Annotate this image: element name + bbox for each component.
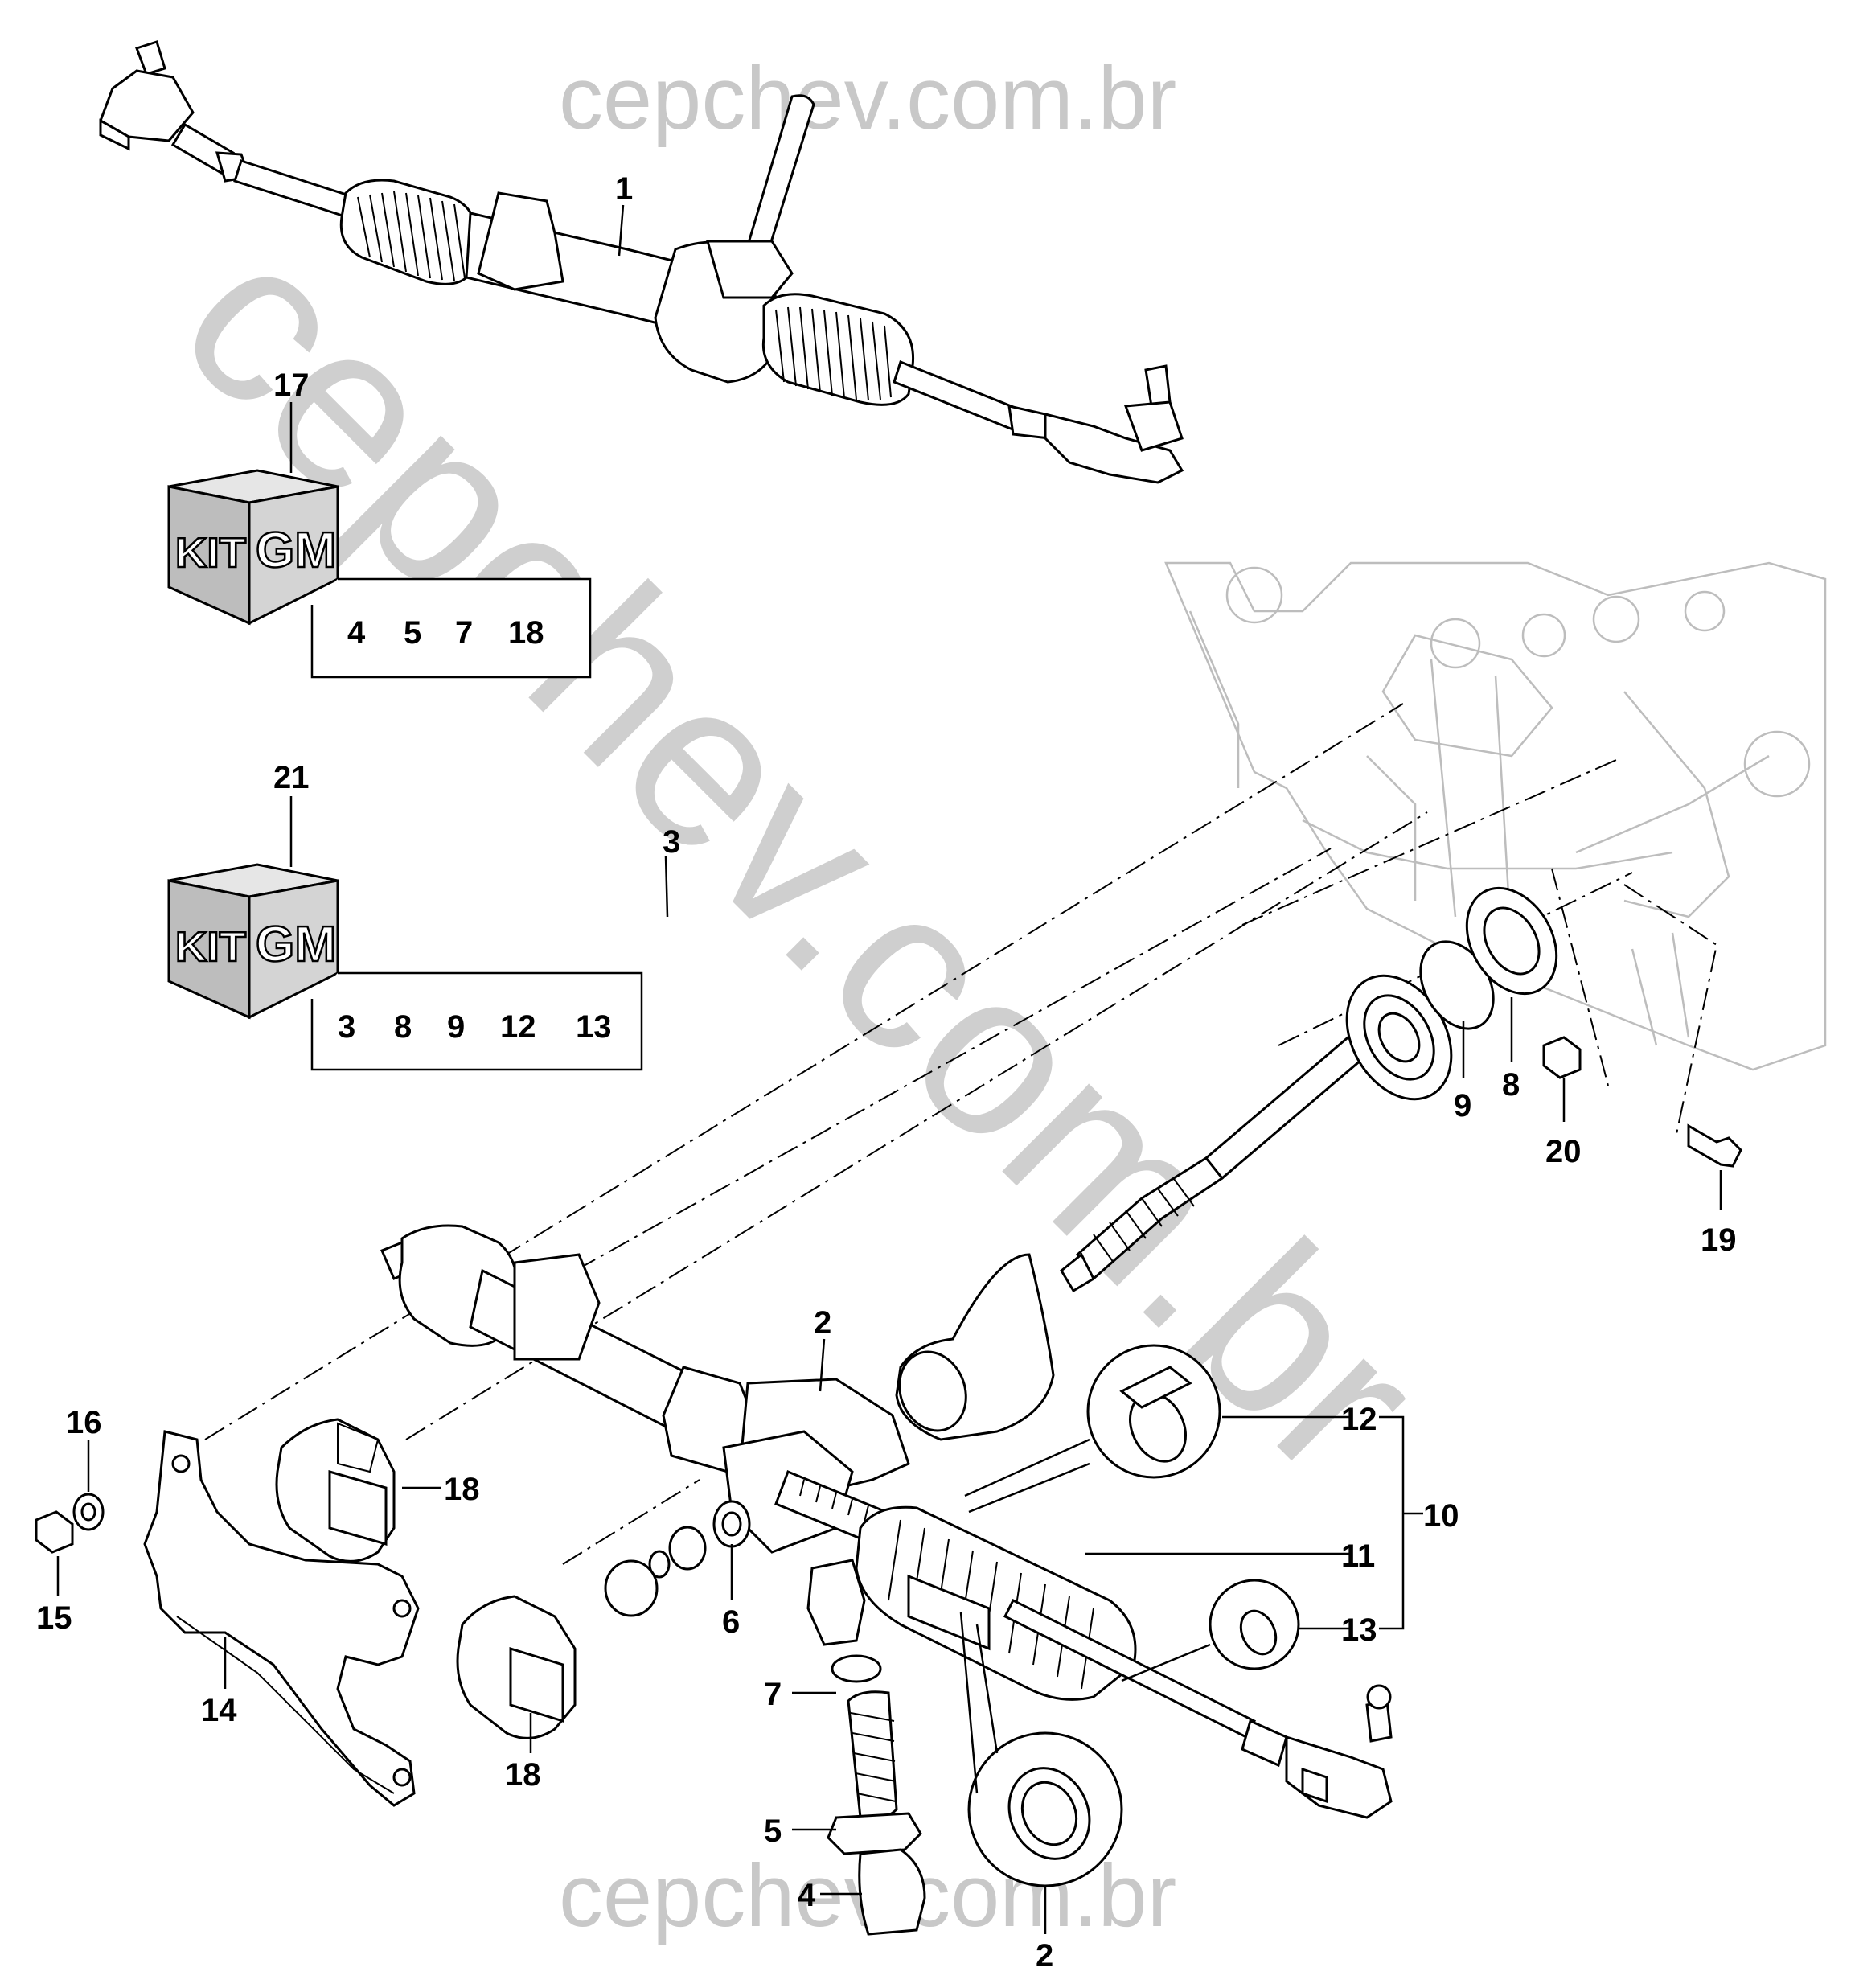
callout-18-upper: 18 — [444, 1472, 480, 1507]
callout-8: 8 — [1502, 1067, 1520, 1103]
pinion-and-bearings — [1060, 886, 1742, 1293]
rack-boot-assembly — [855, 1505, 1393, 1819]
callout-18-lower: 18 — [505, 1757, 541, 1793]
nut-15 — [35, 1510, 74, 1554]
adjuster-nut-5 — [827, 1812, 922, 1855]
watermark-diagonal: cepchev.com.br — [133, 189, 1469, 1526]
kit-21-badge-left-text: KIT — [175, 924, 246, 971]
clamp-12-detail — [964, 1344, 1221, 1514]
kit-21-item-13: 13 — [576, 1009, 612, 1045]
kit-21-item-12: 12 — [500, 1009, 536, 1045]
kit-17-item-5: 5 — [404, 615, 421, 651]
callout-2-bushing: 2 — [1036, 1938, 1053, 1974]
callout-11: 11 — [1341, 1538, 1375, 1574]
callout-10: 10 — [1423, 1498, 1459, 1534]
callout-21: 21 — [273, 760, 310, 795]
kit-17-badge-left-text: KIT — [175, 530, 246, 577]
kit-17-contents-box — [310, 577, 592, 679]
callout-3: 3 — [663, 824, 680, 860]
kit-21-item-9: 9 — [447, 1009, 465, 1045]
adjuster-plug-4 — [858, 1848, 926, 1936]
callout-19: 19 — [1701, 1222, 1737, 1258]
bolt-19 — [1687, 1123, 1742, 1168]
vehicle-subframe-ghost — [1164, 561, 1827, 1071]
callout-2-housing: 2 — [814, 1305, 831, 1341]
kit-17-badge: KIT GM — [167, 402, 592, 679]
callout-15: 15 — [36, 1600, 72, 1636]
kit-21-badge: KIT GM — [167, 796, 643, 1071]
rack-housing-exploded — [380, 1224, 1055, 1578]
leader-lines — [56, 204, 1722, 1934]
callout-17: 17 — [273, 368, 310, 403]
mounting-bushings-18 — [275, 1418, 577, 1740]
yoke-7 — [806, 1559, 866, 1646]
callout-4: 4 — [798, 1878, 816, 1913]
kit-17-item-7: 7 — [455, 615, 473, 651]
steering-gear-assembly — [99, 40, 1184, 484]
kit-17-item-18: 18 — [508, 615, 544, 651]
callout-6: 6 — [722, 1604, 740, 1640]
callout-9: 9 — [1454, 1088, 1471, 1123]
callout-20: 20 — [1545, 1134, 1582, 1169]
kit-17-badge-right-text: GM — [256, 523, 336, 578]
clamp-13-detail — [1121, 1579, 1300, 1682]
bushing-2-detail — [959, 1612, 1123, 1887]
kit-17-item-4: 4 — [347, 615, 366, 651]
o-ring-7 — [831, 1654, 882, 1683]
mounting-bracket-14 — [143, 1430, 420, 1807]
watermark-top: cepchev.com.br — [559, 49, 1176, 148]
callout-12: 12 — [1341, 1402, 1377, 1437]
callout-14: 14 — [201, 1693, 237, 1728]
callout-1: 1 — [615, 171, 633, 207]
callout-7: 7 — [764, 1677, 782, 1712]
kit-21-item-8: 8 — [394, 1009, 412, 1045]
kit-21-item-3: 3 — [338, 1009, 355, 1045]
callout-16: 16 — [66, 1405, 102, 1440]
kit-21-badge-right-text: GM — [256, 917, 336, 972]
callout-5: 5 — [764, 1813, 782, 1849]
kit-21-contents-box — [310, 971, 643, 1071]
callout-13: 13 — [1341, 1612, 1377, 1648]
nut-20 — [1542, 1036, 1582, 1079]
yoke-assembly — [604, 1500, 926, 1936]
